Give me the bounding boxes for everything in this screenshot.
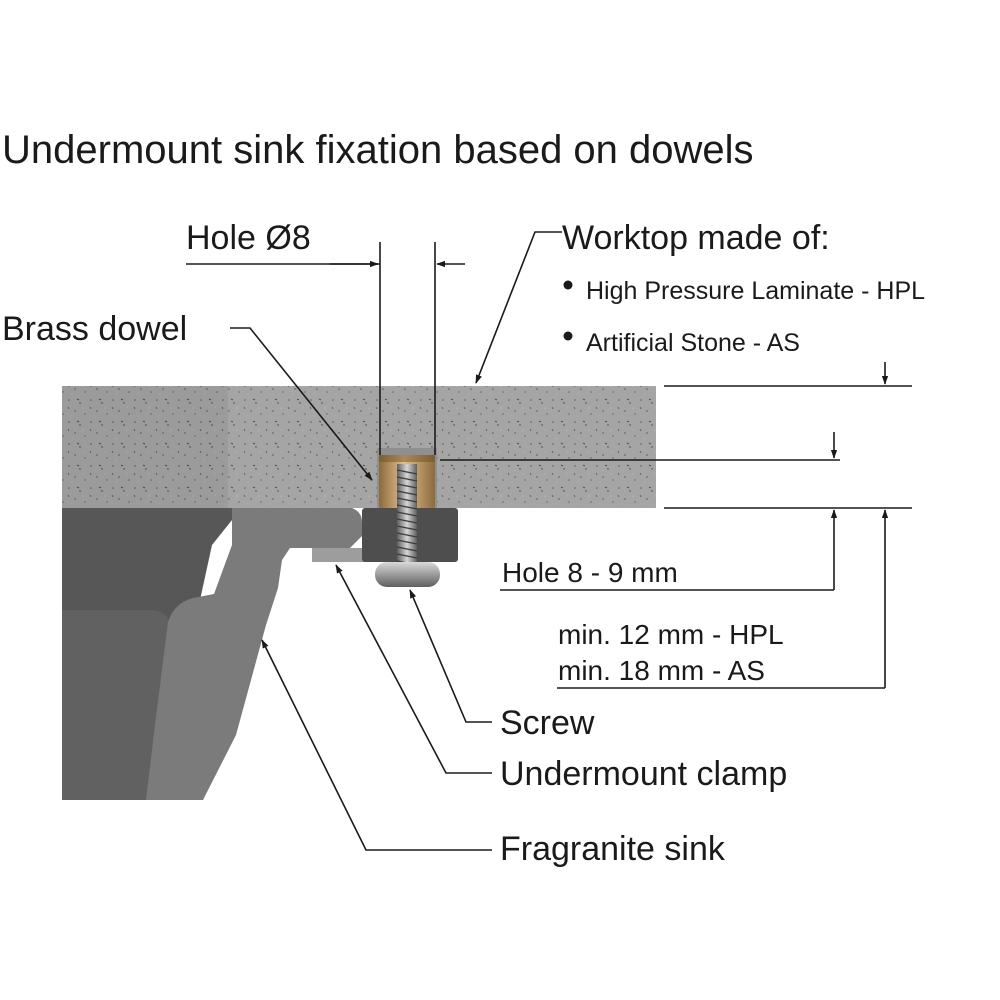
- screw-thread: [396, 511, 418, 517]
- screw-thread: [396, 525, 418, 531]
- bullet-icon: [563, 331, 573, 341]
- worktop-heading: Worktop made of:: [562, 219, 830, 257]
- screw-thread: [396, 483, 418, 489]
- screw-leader: [409, 589, 492, 723]
- undermount-clamp-label: Undermount clamp: [500, 755, 787, 793]
- screw-thread: [396, 476, 418, 482]
- sink-wall: [146, 508, 362, 800]
- screw-head: [375, 562, 440, 587]
- worktop-edge: [62, 386, 228, 508]
- screw-thread: [396, 518, 418, 524]
- fragranite-sink-label: Fragranite sink: [500, 830, 726, 868]
- screw: [375, 464, 440, 587]
- leader-lines: [186, 231, 912, 851]
- clamp-leader: [335, 564, 492, 774]
- page-title: Undermount sink fixation based on dowels: [2, 128, 754, 172]
- screw-thread: [396, 539, 418, 545]
- screw-label: Screw: [500, 704, 595, 742]
- worktop-slab: [62, 386, 656, 508]
- screw-thread: [396, 553, 418, 559]
- worktop: [62, 386, 656, 508]
- worktop-material-as: Artificial Stone - AS: [586, 329, 800, 357]
- screw-thread: [396, 469, 418, 475]
- bullet-icon: [563, 280, 573, 290]
- hole-depth-label: Hole 8 - 9 mm: [502, 557, 678, 588]
- sink-inner-bowl: [62, 610, 170, 800]
- fragranite-sink: [62, 508, 362, 800]
- screw-thread: [396, 532, 418, 538]
- brass-dowel-label: Brass dowel: [2, 310, 187, 348]
- hole-diameter-label: Hole Ø8: [186, 219, 311, 257]
- worktop-material-hpl: High Pressure Laminate - HPL: [586, 277, 925, 305]
- worktop-leader: [475, 231, 562, 384]
- min-thickness-hpl-label: min. 12 mm - HPL: [558, 619, 784, 650]
- screw-thread: [396, 490, 418, 496]
- screw-thread: [396, 546, 418, 552]
- screw-thread: [396, 497, 418, 503]
- screw-thread: [396, 504, 418, 510]
- brass-dowel-leader: [230, 327, 373, 481]
- sink-leader: [261, 639, 492, 851]
- min-thickness-as-label: min. 18 mm - AS: [558, 655, 765, 686]
